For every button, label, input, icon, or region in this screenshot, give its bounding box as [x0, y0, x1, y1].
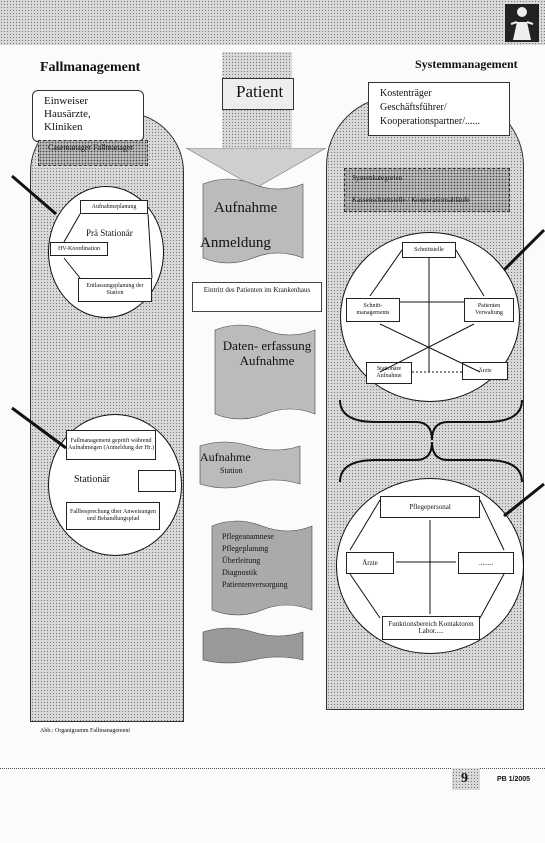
- schnittstelle-box: Schnittstelle: [402, 242, 456, 258]
- pflege-item-0: Pflegeanamnese: [222, 532, 274, 541]
- right-dashed-box: [344, 168, 510, 212]
- hausaerzte-line: Hausärzte,: [44, 108, 91, 120]
- patient-arrow-head: [186, 148, 326, 189]
- station-text: Station: [220, 466, 243, 475]
- left-title: Fallmanagement: [40, 60, 141, 75]
- right-circle1-arrows: [369, 249, 485, 373]
- eintritt-text: Eintritt des Patienten im Krankenhaus: [203, 286, 311, 294]
- right-pointer-1: [502, 228, 545, 272]
- stationaere-aufnahme-box: Stationäre Aufnahme: [366, 362, 412, 384]
- daten-text: Daten- erfassung Aufnahme: [222, 338, 312, 368]
- issue-label: PB 1/2005: [497, 776, 531, 783]
- right-title: Systemmanagement: [415, 57, 518, 71]
- pflege-item-1: Pflegeplanung: [222, 544, 269, 553]
- right-circle2-arrows: [349, 499, 505, 619]
- figure-caption: Abb.: Organigramm Fallmanagement: [40, 728, 131, 734]
- schnittmanagement-box: Schnitt- managements: [346, 298, 400, 322]
- systemkategorien: Systemkategorien: [352, 174, 403, 182]
- left-circle1-arrows: [63, 213, 153, 279]
- braces: [339, 399, 523, 483]
- stationaer-label: Stationär: [74, 474, 111, 485]
- patient-box: [222, 78, 294, 110]
- aufnahme-station-text: Aufnahme: [200, 450, 251, 464]
- left-pointer-2: [11, 406, 67, 450]
- patient-label: Patient: [236, 82, 284, 101]
- left-pointer-1: [11, 174, 57, 216]
- pflegepersonal-box: Pflegepersonal: [380, 496, 480, 518]
- page-number-box: [452, 768, 480, 790]
- anmeldung-text: Anmeldung: [200, 235, 271, 251]
- page-number: 9: [461, 771, 468, 786]
- pflege-item-3: Diagnostik: [222, 568, 258, 577]
- kostentraeger: Kostenträger: [380, 88, 432, 99]
- aufnahme-text: Aufnahme: [214, 200, 278, 216]
- aerzte-box-2: Ärzte: [346, 552, 394, 574]
- patienten-verwaltung-box: Patienten Verwaltung: [464, 298, 514, 322]
- right-top-box: [368, 82, 510, 136]
- flag-pflege: [211, 520, 313, 616]
- casemanager-box: [38, 140, 148, 166]
- figure-logo-icon: [505, 4, 539, 42]
- aerzte-box-1: Ärzte: [462, 362, 508, 380]
- aufnahmeplanung-box: Aufnahmeplanung: [80, 200, 148, 214]
- right-pointer-2: [503, 482, 545, 518]
- entlassungsplanung-box: Entlassungsplanung der Station: [78, 278, 152, 302]
- fallbesprechung-box: Fallbesprechung über Anweisungen und Beh…: [66, 502, 160, 530]
- eintritt-box: [192, 282, 322, 312]
- kliniken-line: Kliniken: [44, 121, 83, 133]
- pflege-item-2: Überleitung: [222, 556, 261, 565]
- flag-aufnahme: [202, 178, 304, 264]
- funktionsbereich-box: Funktionsbereich Kontaktoren Labor.....: [382, 616, 480, 640]
- flag-daten: [214, 324, 316, 420]
- fallmanagement-box: Fallmanagement geprüft während Aufnahmeg…: [66, 430, 156, 460]
- bottom-dotted-line: [0, 768, 545, 769]
- einweiser-line: Einweiser: [44, 95, 88, 107]
- hv-koordination-box: HV-Koordination: [50, 242, 108, 256]
- dots-box: ........: [458, 552, 514, 574]
- geschaeftsfuehrer: Geschäftsführer/: [380, 102, 447, 113]
- pflege-item-4: Patientenversorgung: [222, 580, 288, 589]
- prae-stationaer: Prä Stationär: [86, 228, 133, 238]
- flag-aufnahme-station: [199, 441, 301, 489]
- empty-box-left: [138, 470, 176, 492]
- kooperationspartner: Kooperationspartner/......: [380, 116, 480, 127]
- flag-bottom: [202, 627, 304, 664]
- top-band: [0, 0, 545, 45]
- kassenschnittstelle: Kassenschnittstelle / Kooperationsabläuf…: [352, 196, 470, 204]
- casemanager-label: Casemanager Fallmanager: [48, 143, 134, 152]
